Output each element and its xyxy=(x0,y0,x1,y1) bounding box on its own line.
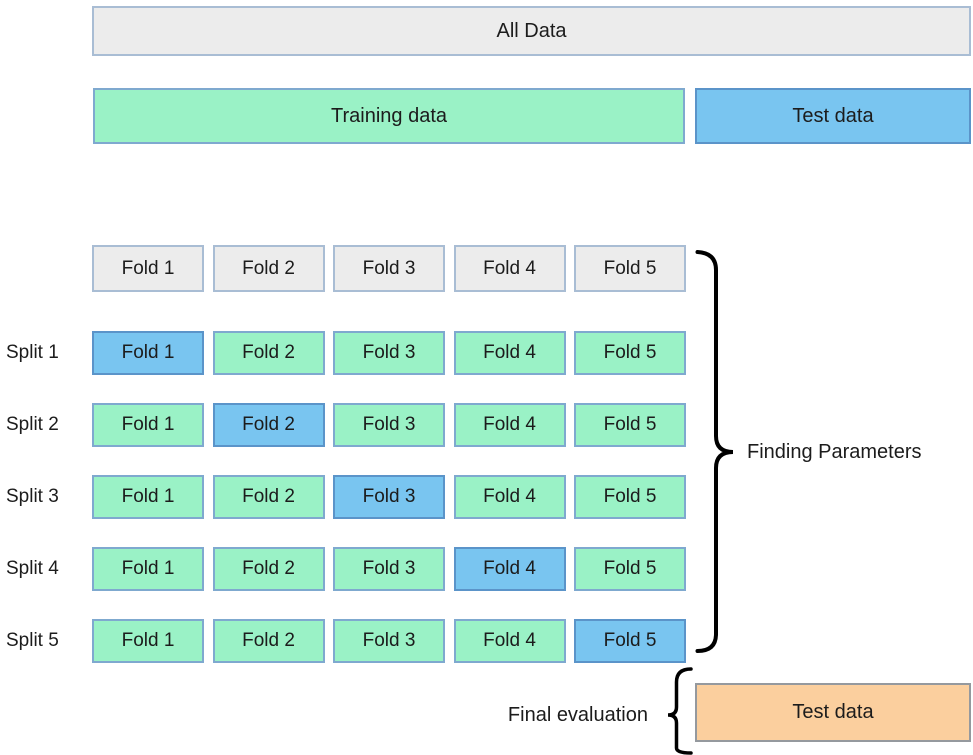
finding-parameters-label: Finding Parameters xyxy=(747,441,922,463)
training-fold-cell: Fold 5 xyxy=(574,331,686,375)
validation-fold-cell: Fold 1 xyxy=(92,331,204,375)
final-evaluation-brace xyxy=(667,667,693,755)
fold-header-cell: Fold 5 xyxy=(574,245,686,292)
training-fold-cell: Fold 3 xyxy=(333,619,445,663)
training-fold-cell: Fold 1 xyxy=(92,475,204,519)
training-fold-cell: Fold 3 xyxy=(333,403,445,447)
training-fold-cell: Fold 2 xyxy=(212,475,325,519)
training-fold-cell: Fold 5 xyxy=(574,475,686,519)
final-evaluation-label: Final evaluation xyxy=(507,704,648,726)
test-data-bar: Test data xyxy=(695,88,971,144)
split-label: Split 1 xyxy=(6,342,59,363)
training-fold-cell: Fold 5 xyxy=(574,547,686,591)
validation-fold-cell: Fold 3 xyxy=(333,475,445,519)
training-fold-cell: Fold 1 xyxy=(92,547,204,591)
training-fold-cell: Fold 4 xyxy=(453,403,566,447)
training-fold-cell: Fold 1 xyxy=(92,619,204,663)
training-fold-cell: Fold 4 xyxy=(453,475,566,519)
fold-header-cell: Fold 4 xyxy=(453,245,566,292)
validation-fold-cell: Fold 2 xyxy=(212,403,325,447)
split-label: Split 5 xyxy=(6,630,59,651)
final-test-data-bar: Test data xyxy=(695,683,971,742)
training-fold-cell: Fold 5 xyxy=(574,403,686,447)
training-fold-cell: Fold 2 xyxy=(212,547,325,591)
validation-fold-cell: Fold 4 xyxy=(453,547,566,591)
split-label: Split 2 xyxy=(6,414,59,435)
training-fold-cell: Fold 3 xyxy=(333,331,445,375)
fold-header-cell: Fold 3 xyxy=(333,245,445,292)
split-label: Split 4 xyxy=(6,558,59,579)
validation-fold-cell: Fold 5 xyxy=(574,619,686,663)
finding-parameters-brace xyxy=(695,250,734,653)
training-fold-cell: Fold 4 xyxy=(453,331,566,375)
all-data-bar: All Data xyxy=(92,6,971,56)
fold-header-cell: Fold 2 xyxy=(212,245,325,292)
training-data-bar: Training data xyxy=(93,88,685,144)
split-label: Split 3 xyxy=(6,486,59,507)
training-fold-cell: Fold 4 xyxy=(453,619,566,663)
training-fold-cell: Fold 1 xyxy=(92,403,204,447)
fold-header-cell: Fold 1 xyxy=(92,245,204,292)
training-fold-cell: Fold 2 xyxy=(212,619,325,663)
training-fold-cell: Fold 3 xyxy=(333,547,445,591)
training-fold-cell: Fold 2 xyxy=(212,331,325,375)
